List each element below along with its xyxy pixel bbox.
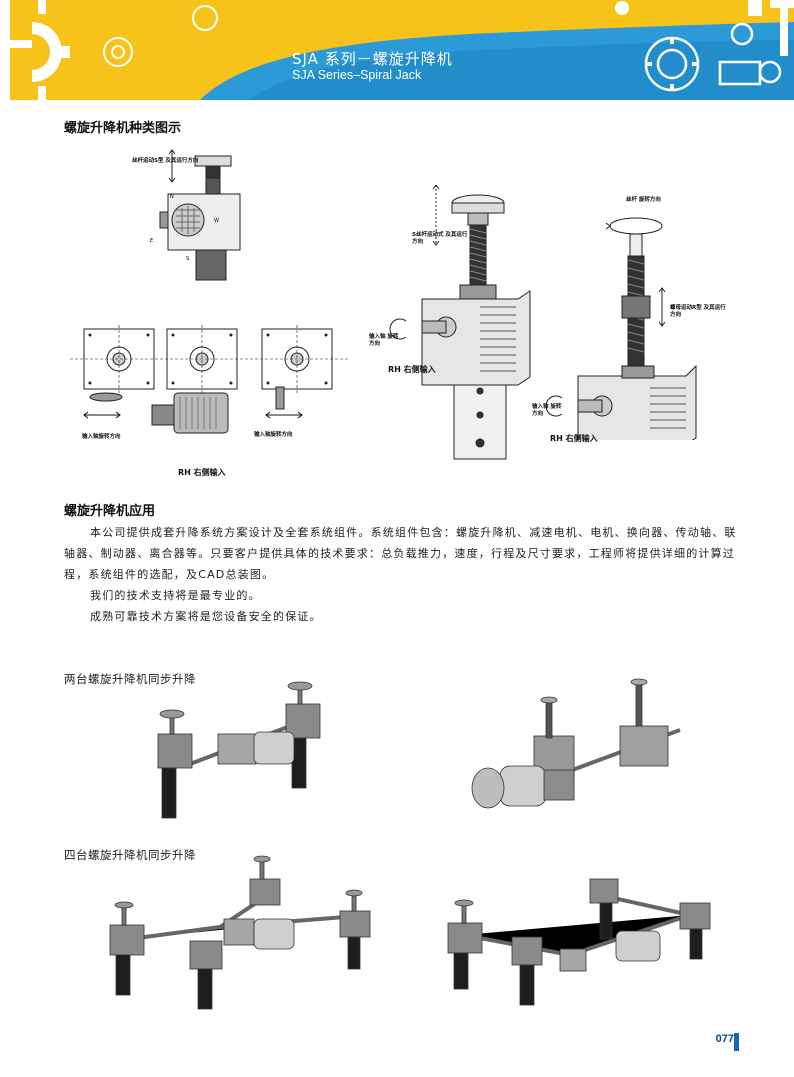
header-title-cn: SJA 系列－螺旋升降机	[292, 50, 453, 68]
applications-text: 本公司提供成套升降系统方案设计及全套系统组件。系统组件包含：螺旋升降机、减速电机…	[64, 522, 744, 627]
header-banner	[0, 0, 794, 100]
paragraph-intro: 本公司提供成套升降系统方案设计及全套系统组件。系统组件包含：螺旋升降机、减速电机…	[64, 526, 737, 581]
four-jack-system-image-1	[109, 855, 371, 1010]
gear-icon	[0, 0, 70, 100]
page-number-bar	[734, 1033, 739, 1051]
diagram-left-input-dir-2: 输入轴旋转方向	[254, 432, 293, 438]
diagram-mid-caption: RH 右侧输入	[388, 365, 436, 374]
diagram-right-nut-label: 螺母运动R型 及其运行方向	[670, 305, 726, 318]
diagram-mid-input-label: 输入轴 旋转方向	[369, 334, 399, 347]
caption-four-jacks: 四台螺旋升降机同步升降	[64, 848, 196, 862]
two-jack-system-image-1	[157, 681, 321, 819]
diagram-mid-label-top: S丝杆运动式 及其运行方向	[412, 232, 468, 245]
paragraph-safety: 成熟可靠技术方案将是您设备安全的保证。	[90, 610, 322, 623]
four-jack-system-image-2	[447, 878, 711, 1006]
svg-text:E: E	[150, 238, 153, 244]
jack-plate-views-diagram	[70, 325, 350, 434]
diagram-left-input-dir-1: 输入轴旋转方向	[82, 434, 121, 440]
caption-two-jacks: 两台螺旋升降机同步升降	[64, 672, 196, 686]
diagram-left-label-top: 丝杆运动S型 及其运行方向	[132, 158, 199, 164]
svg-text:N: N	[170, 194, 174, 200]
jack-top-view-diagram: N W E S	[150, 149, 241, 281]
diagram-left-caption: RH 右侧输入	[178, 468, 226, 477]
jack-s-type-diagram	[389, 185, 531, 460]
svg-text:S: S	[186, 256, 189, 262]
diagram-right-input-label: 输入轴 旋转方向	[532, 404, 562, 417]
svg-text:W: W	[214, 218, 219, 224]
diagram-right-label-top: 丝杆 旋转方向	[626, 197, 661, 203]
paragraph-support: 我们的技术支持将是最专业的。	[90, 589, 261, 602]
section-heading-types: 螺旋升降机种类图示	[64, 121, 182, 136]
section-heading-applications: 螺旋升降机应用	[64, 504, 156, 519]
jack-r-type-diagram	[545, 217, 697, 440]
page-number: 077	[700, 1033, 734, 1051]
two-jack-system-image-2	[471, 678, 681, 809]
diagram-right-caption: RH 右侧输入	[550, 434, 598, 443]
header-title-en: SJA Series–Spiral Jack	[292, 68, 422, 82]
